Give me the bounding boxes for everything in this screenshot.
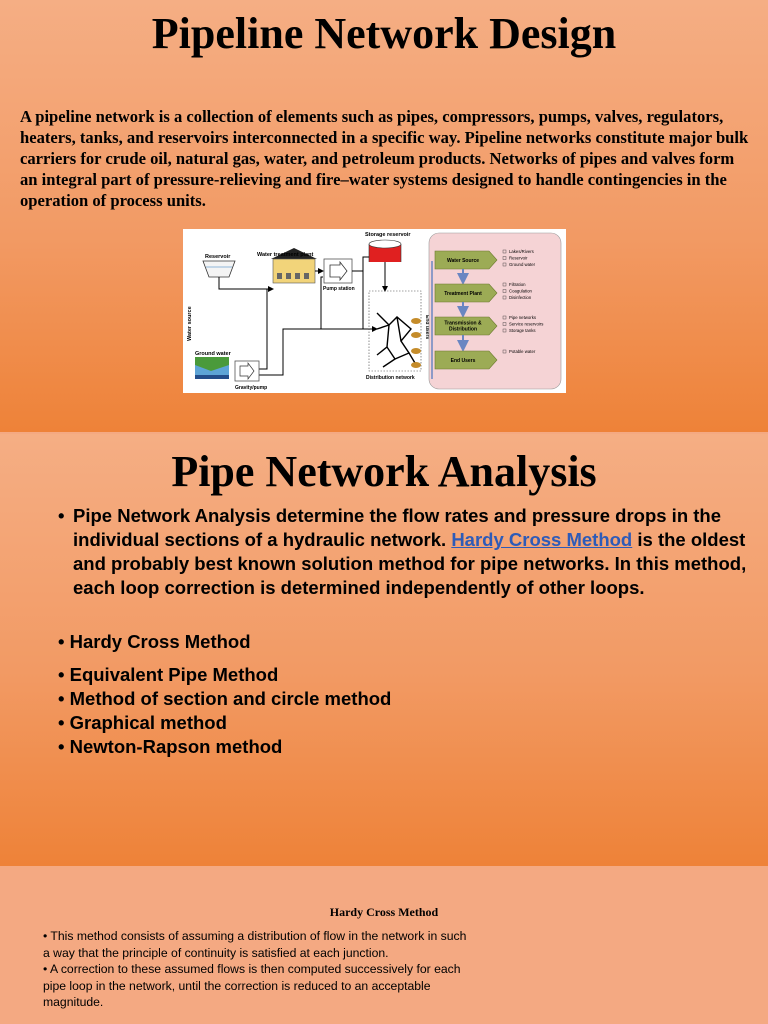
main-bullet-text-end: is the oldest and probably best known so… — [73, 529, 747, 598]
method-item-2: • Equivalent Pipe Method — [58, 664, 279, 685]
checkbox-icon — [502, 262, 507, 267]
method-item-3: • Method of section and circle method — [58, 688, 392, 709]
body-bullet-1: • This method consists of assuming a dis… — [43, 929, 467, 960]
flow-step-label: Transmission & — [444, 321, 482, 327]
slide-title: Pipe Network Analysis — [171, 447, 597, 496]
flow-step-box — [434, 283, 498, 303]
slide-pipeline-network-design: Pipeline Network Design A pipeline netwo… — [0, 0, 768, 432]
main-bullet: • Pipe Network Analysis determine the fl… — [58, 504, 748, 600]
slide-pipe-network-analysis: Pipe Network Analysis • Pipe Network Ana… — [0, 434, 768, 866]
pump-station-icon — [323, 258, 353, 284]
flow-chart: Water Source Lakes/RiversReservoirGround … — [431, 249, 543, 379]
slide-hardy-cross-method: Hardy Cross Method • This method consist… — [0, 868, 768, 1024]
slide-title: Hardy Cross Method — [329, 905, 439, 919]
checkbox-icon — [502, 282, 507, 287]
label-water-source-axis: Water source — [187, 306, 193, 341]
method-item-1: • Hardy Cross Method — [58, 631, 251, 652]
main-bullet-text-start: Pipe Network Analysis determine the flow… — [73, 505, 722, 550]
storage-tank-icon — [368, 239, 402, 262]
house-icons — [411, 318, 421, 368]
flow-step-item: Filtration — [509, 282, 526, 287]
checkbox-icon — [502, 349, 507, 354]
flow-step-label: Distribution — [449, 327, 477, 333]
bullet-dot-icon: • — [58, 505, 65, 526]
gravity-pump-icon — [234, 360, 260, 382]
flow-step-item: Disinfection — [509, 295, 532, 300]
flow-step-label: Treatment Plant — [444, 291, 482, 297]
checkbox-icon — [502, 322, 507, 326]
method-item-5: • Newton-Rapson method — [58, 736, 283, 757]
method-item-4: • Graphical method — [58, 712, 227, 733]
label-reservoir: Reservoir — [205, 254, 231, 260]
checkbox-icon — [502, 328, 507, 333]
flow-step-item: Potable water — [509, 349, 536, 354]
flow-step-box — [434, 250, 498, 270]
flow-step-box — [434, 350, 498, 370]
body-bullet-2: • A correction to these assumed flows is… — [43, 962, 461, 1010]
label-pump-station: Pump station — [323, 286, 355, 292]
water-supply-diagram: Reservoir Water treatment plant Pump sta… — [183, 229, 566, 393]
flow-step-item: Ground water — [509, 262, 536, 267]
flow-step-item: Pipe networks — [509, 315, 536, 320]
label-end-users-vertical: End users — [424, 315, 430, 339]
distribution-network-icon — [376, 312, 416, 368]
checkbox-icon — [502, 315, 507, 320]
flow-step-item: Reservoir — [509, 256, 528, 261]
flow-step-box — [434, 316, 498, 336]
flow-step-item: Coagulation — [509, 289, 533, 294]
hardy-cross-method-link[interactable]: Hardy Cross Method — [451, 529, 633, 550]
flow-step-item: Storage tanks — [509, 328, 536, 333]
checkbox-icon — [502, 289, 507, 293]
flow-step-item: Lakes/Rivers — [509, 249, 534, 254]
label-gravity-pump: Gravity/pump — [235, 385, 267, 391]
checkbox-icon — [502, 249, 507, 254]
label-storage-reservoir: Storage reservoir — [365, 232, 411, 238]
flow-step-label: End Users — [451, 358, 476, 364]
slide-body: • This method consists of assuming a dis… — [43, 928, 473, 1011]
reservoir-icon — [202, 260, 236, 278]
treatment-plant-icon — [271, 248, 317, 284]
flow-step-label: Water Source — [447, 258, 479, 264]
checkbox-icon — [502, 295, 507, 300]
ground-water-icon — [195, 357, 229, 379]
label-ground-water: Ground water — [195, 351, 232, 357]
label-distribution-network: Distribution network — [366, 375, 415, 381]
intro-paragraph: A pipeline network is a collection of el… — [20, 107, 749, 210]
checkbox-icon — [502, 256, 507, 260]
label-treatment-plant: Water treatment plant — [257, 252, 314, 258]
flow-step-item: Service reservoirs — [509, 322, 543, 327]
slide-title: Pipeline Network Design — [151, 9, 617, 58]
